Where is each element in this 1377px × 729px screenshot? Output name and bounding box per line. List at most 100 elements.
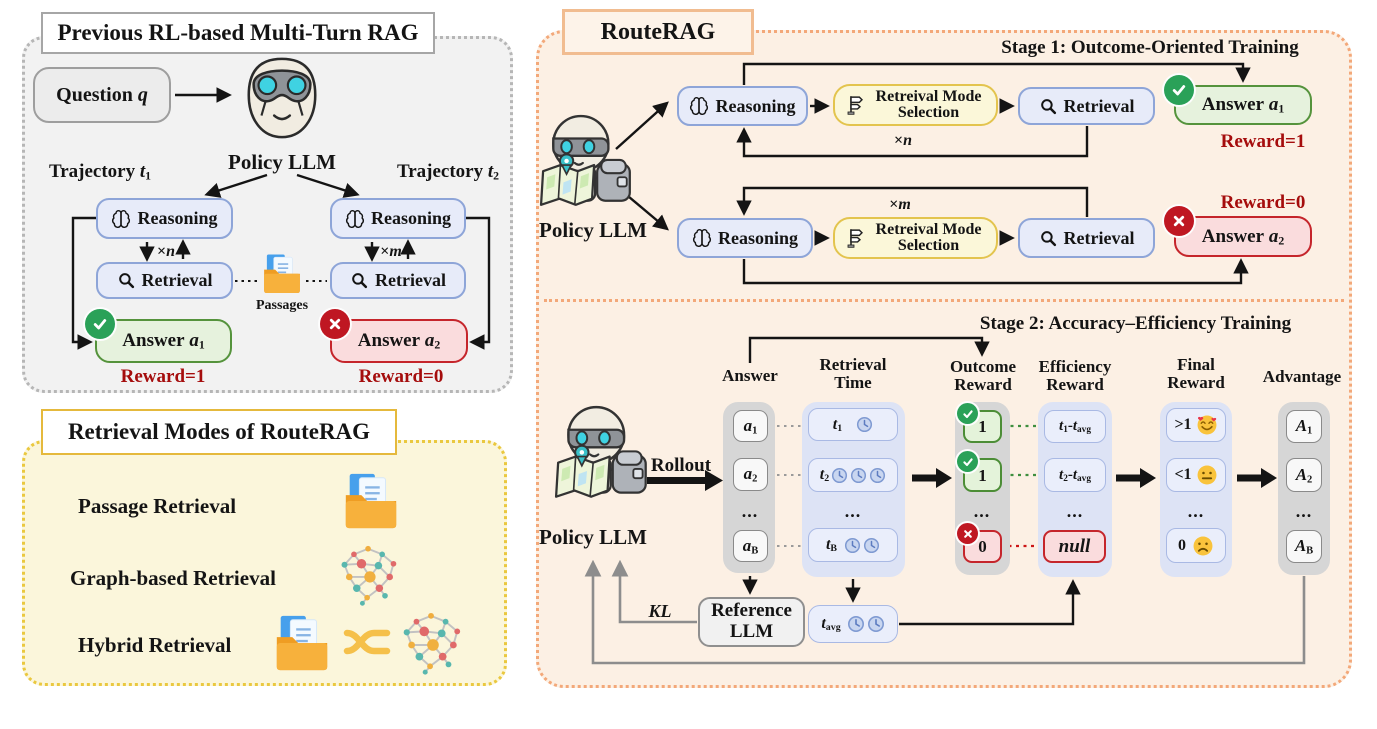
answer-cell-aB: aB	[733, 530, 768, 562]
retrieval-box-left: Retrieval	[96, 262, 233, 299]
signpost-icon	[844, 93, 865, 117]
answer-2-box: Answer a2	[320, 309, 468, 363]
reward-1-label: Reward=1	[1220, 131, 1306, 152]
magnifier-icon	[1039, 229, 1058, 248]
advantage-cell-A1: A1	[1286, 410, 1322, 443]
smiling-face-with-hearts-icon	[1196, 414, 1218, 436]
folder-documents-icon	[340, 468, 402, 532]
ellipsis: ...	[1295, 501, 1313, 521]
routerag-title: RouteRAG	[562, 9, 754, 55]
final-reward-column-header: Final Reward	[1167, 355, 1225, 393]
reward-1-label: Reward=1	[120, 366, 206, 387]
graph-brain-icon	[397, 611, 467, 677]
policy-llm-label: Policy LLM	[539, 218, 647, 242]
clock-icon	[850, 467, 867, 484]
outcome-cell-1a: 1	[957, 403, 1002, 443]
answer-cell-a1: a1	[733, 410, 768, 442]
reasoning-box-left: Reasoning	[96, 198, 233, 239]
reasoning-box-row2: Reasoning	[677, 218, 813, 258]
passages-label: Passages	[255, 298, 309, 313]
retrieval-mode-selection-box-row1: Retreival Mode Selection	[833, 84, 998, 126]
advantage-cell-AB: AB	[1286, 530, 1322, 563]
passages-folder-icon	[260, 250, 304, 296]
t-avg-box: tavg	[808, 605, 898, 643]
clock-icon	[844, 537, 861, 554]
clock-icon	[867, 615, 885, 633]
policy-llm-robot-icon	[553, 404, 656, 507]
policy-llm-robot-icon	[238, 54, 326, 142]
loop-count-n: ×n	[156, 243, 176, 260]
retrieval-mode-selection-box-row2: Retreival Mode Selection	[833, 217, 998, 259]
brain-icon	[689, 96, 709, 116]
rollout-label: Rollout	[650, 455, 712, 476]
reward-0-label: Reward=0	[1220, 192, 1306, 213]
reasoning-box-row1: Reasoning	[677, 86, 808, 126]
retrieval-box-row1: Retrieval	[1018, 87, 1155, 125]
retrieval-box-row2: Retrieval	[1018, 218, 1155, 258]
ellipsis: ...	[973, 501, 991, 521]
previous-rag-panel-title: Previous RL-based Multi-Turn RAG	[41, 12, 435, 54]
check-icon	[85, 309, 115, 339]
loop-count-m: ×m	[380, 243, 402, 260]
cross-icon	[957, 523, 978, 544]
stage1-header: Stage 1: Outcome-Oriented Training	[1001, 37, 1299, 58]
reward-0-label: Reward=0	[358, 366, 444, 387]
stage-divider	[544, 299, 1344, 302]
answer-2-box: Answer a2	[1164, 206, 1312, 257]
trajectory-1-label: Trajectory t1	[48, 161, 152, 183]
answer-cell-a2: a2	[733, 458, 768, 491]
policy-llm-label: Policy LLM	[228, 150, 336, 174]
mode-graph-label: Graph-based Retrieval	[70, 566, 276, 590]
folder-documents-icon	[271, 610, 333, 674]
previous-rag-title-text: Previous RL-based Multi-Turn RAG	[57, 20, 419, 45]
stage2-header: Stage 2: Accuracy–Efficiency Training	[979, 313, 1292, 334]
policy-llm-robot-icon	[538, 113, 640, 215]
cross-icon	[1164, 206, 1194, 236]
clock-icon	[863, 537, 880, 554]
time-cell-t1: t1	[808, 408, 898, 441]
loop-count-m: ×m	[889, 196, 911, 213]
time-cell-tB: tB	[808, 528, 898, 562]
graph-brain-icon	[334, 544, 404, 608]
time-cell-t2: t2	[808, 458, 898, 492]
magnifier-icon	[117, 271, 136, 290]
reference-llm-box: Reference LLM	[698, 597, 805, 647]
brain-icon	[345, 209, 365, 229]
kl-label: KL	[648, 601, 672, 621]
outcome-reward-column-header: Outcome Reward	[949, 357, 1017, 395]
magnifier-icon	[350, 271, 369, 290]
ellipsis: ...	[1187, 501, 1205, 521]
brain-icon	[692, 228, 712, 248]
outcome-cell-0: 0	[957, 523, 1002, 563]
ellipsis: ...	[741, 501, 759, 521]
policy-llm-label: Policy LLM	[539, 525, 647, 549]
retrieval-modes-title: Retrieval Modes of RouteRAG	[41, 409, 397, 455]
final-cell-lt1: <1	[1166, 458, 1226, 492]
answer-column-header: Answer	[722, 366, 778, 385]
brain-icon	[111, 209, 131, 229]
final-cell-gt1: >1	[1166, 408, 1226, 442]
sad-face-icon	[1192, 535, 1214, 557]
efficiency-cell-1: t1-tavg	[1044, 410, 1106, 443]
loop-count-n: ×n	[893, 132, 913, 149]
check-icon	[1164, 75, 1194, 105]
efficiency-cell-null: null	[1043, 530, 1106, 563]
reasoning-box-right: Reasoning	[330, 198, 466, 239]
trajectory-2-label: Trajectory t2	[396, 161, 500, 183]
cross-icon	[320, 309, 350, 339]
advantage-column-header: Advantage	[1262, 367, 1342, 386]
ellipsis: ...	[844, 501, 862, 521]
clock-icon	[831, 467, 848, 484]
shuffle-icon	[343, 625, 391, 659]
mode-hybrid-label: Hybrid Retrieval	[78, 633, 232, 657]
ellipsis: ...	[1066, 501, 1084, 521]
outcome-cell-1b: 1	[957, 451, 1002, 492]
clock-icon	[856, 416, 873, 433]
answer-1-box: Answer a1	[85, 309, 232, 363]
check-icon	[957, 403, 978, 424]
check-icon	[957, 451, 978, 472]
answer-1-box: Answer a1	[1164, 75, 1312, 125]
question-box: Question q	[33, 67, 171, 123]
clock-icon	[847, 615, 865, 633]
advantage-cell-A2: A2	[1286, 458, 1322, 492]
